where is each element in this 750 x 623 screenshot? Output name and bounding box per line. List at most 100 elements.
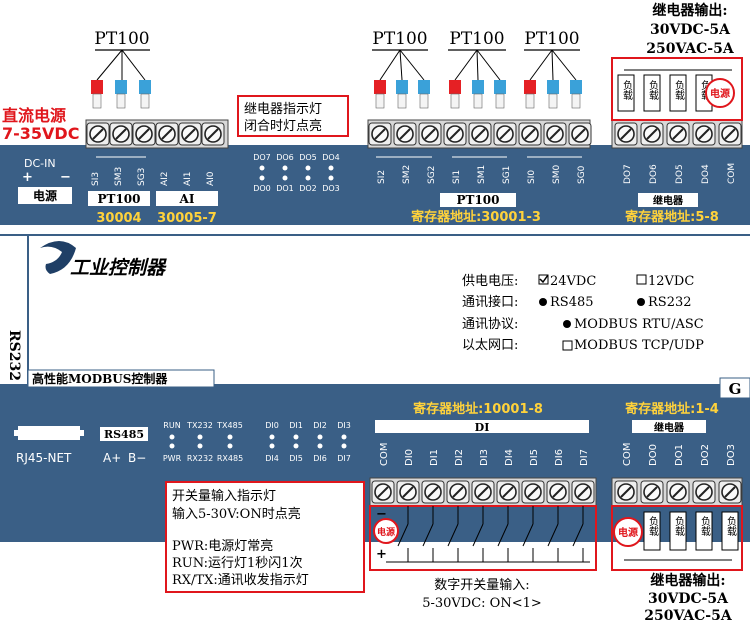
terminal-label: COM [379,443,390,466]
terminal-screw[interactable] [493,122,517,146]
terminal-screw[interactable] [421,480,445,504]
load-box [643,74,661,112]
terminal-screw[interactable] [496,480,520,504]
terminal-screw[interactable] [666,480,690,504]
terminal-screw[interactable] [155,122,179,146]
terminal-screw[interactable] [718,122,742,146]
led-indicator [341,434,347,440]
terminal-label: SG1 [502,166,512,184]
led-indicator [169,443,175,449]
terminal-screw[interactable] [443,122,467,146]
switch-contact [422,523,434,547]
load-box [669,74,687,112]
svg-text:250VAC-5A: 250VAC-5A [646,41,735,57]
svg-text:−: − [60,170,71,185]
terminal-screw[interactable] [396,480,420,504]
svg-text:PT100: PT100 [456,193,499,207]
led-label: DI0 [265,421,279,430]
rs485-radio[interactable] [539,298,547,306]
terminal-screw[interactable] [109,122,133,146]
ethernet-checkbox[interactable] [562,340,573,351]
led-label: DO7 [253,153,271,162]
svg-text:寄存器地址:30001-3: 寄存器地址:30001-3 [411,209,541,225]
ai-box [156,191,218,206]
led-indicator [317,434,323,440]
terminal-label: SI2 [377,170,387,184]
svg-text:+: + [22,170,33,185]
svg-text:G: G [729,380,742,398]
terminal-label: DO1 [674,444,685,466]
terminal-screw[interactable] [546,480,570,504]
led-indicator [259,175,265,181]
terminal-label: SI1 [452,170,462,184]
terminal-screw[interactable] [614,122,638,146]
svg-text:PT100: PT100 [97,192,140,206]
led-indicator [282,165,288,171]
led-label: RUN [163,421,180,430]
terminal-screw[interactable] [518,122,542,146]
terminal-label: DI3 [479,449,490,466]
svg-text:继电器输出:: 继电器输出: [650,572,725,589]
power-source-icon [613,517,643,547]
terminal-screw[interactable] [446,480,470,504]
terminal-screw[interactable] [468,122,492,146]
terminal-screw[interactable] [543,122,567,146]
led-label: RX485 [217,454,243,463]
led-label: DO4 [322,153,340,162]
svg-text:闭合时灯点亮: 闭合时灯点亮 [244,118,322,134]
terminal-label: DI6 [554,449,565,466]
rj45-port[interactable] [18,426,80,440]
led-indicator [269,434,275,440]
terminal-screw[interactable] [201,122,225,146]
terminal-screw[interactable] [132,122,156,146]
pt100-sensor-2: PT100 [372,29,431,109]
terminal-screw[interactable] [471,480,495,504]
led-label: DI4 [265,454,279,463]
led-label: DI7 [337,454,351,463]
svg-text:继电器: 继电器 [653,194,684,207]
terminal-screw[interactable] [368,122,392,146]
terminal-label: SG2 [427,166,437,184]
terminal-screw[interactable] [371,480,395,504]
svg-text:高性能MODBUS控制器: 高性能MODBUS控制器 [32,371,168,386]
pt100-group-box [440,193,516,207]
svg-text:250VAC-5A: 250VAC-5A [644,608,733,623]
terminal-screw[interactable] [521,480,545,504]
terminal-screw[interactable] [666,122,690,146]
supply-12v-checkbox[interactable] [636,274,647,285]
rs232-radio[interactable] [637,298,645,306]
terminal-screw[interactable] [692,122,716,146]
load-box [695,511,713,551]
terminal-screw[interactable] [86,122,110,146]
supply-24v-checkbox[interactable] [538,274,549,285]
power-source-icon [373,518,399,544]
terminal-screw[interactable] [614,480,638,504]
terminal-screw[interactable] [571,480,595,504]
svg-text:MODBUS RTU/ASC: MODBUS RTU/ASC [574,317,704,332]
load-label: 负载 [673,515,685,537]
terminal-screw[interactable] [692,480,716,504]
terminal-label: COM [727,163,737,184]
terminal-screw[interactable] [178,122,202,146]
svg-text:电源: 电源 [710,87,730,100]
svg-text:RX/TX:通讯收发指示灯: RX/TX:通讯收发指示灯 [172,572,309,588]
terminal-label: DI1 [429,449,440,466]
svg-text:5-30VDC: ON<1>: 5-30VDC: ON<1> [422,596,542,611]
terminal-screw[interactable] [718,480,742,504]
led-indicator [259,165,265,171]
modbus-rtu-radio[interactable] [563,320,571,328]
terminal-screw[interactable] [640,122,664,146]
terminal-screw[interactable] [568,122,592,146]
relay-lamp-note-box [237,95,349,137]
controller-label-area [0,235,750,385]
led-indicator [197,434,203,440]
dc-power-range: 7-35VDC [2,124,79,143]
terminal-screw[interactable] [640,480,664,504]
pt100-label: PT100 [94,29,149,49]
svg-text:B−: B− [128,451,146,465]
terminal-screw[interactable] [418,122,442,146]
terminal-screw[interactable] [393,122,417,146]
led-indicator [305,165,311,171]
terminal-label: AI1 [183,171,193,186]
svg-text:RS485: RS485 [550,295,594,310]
